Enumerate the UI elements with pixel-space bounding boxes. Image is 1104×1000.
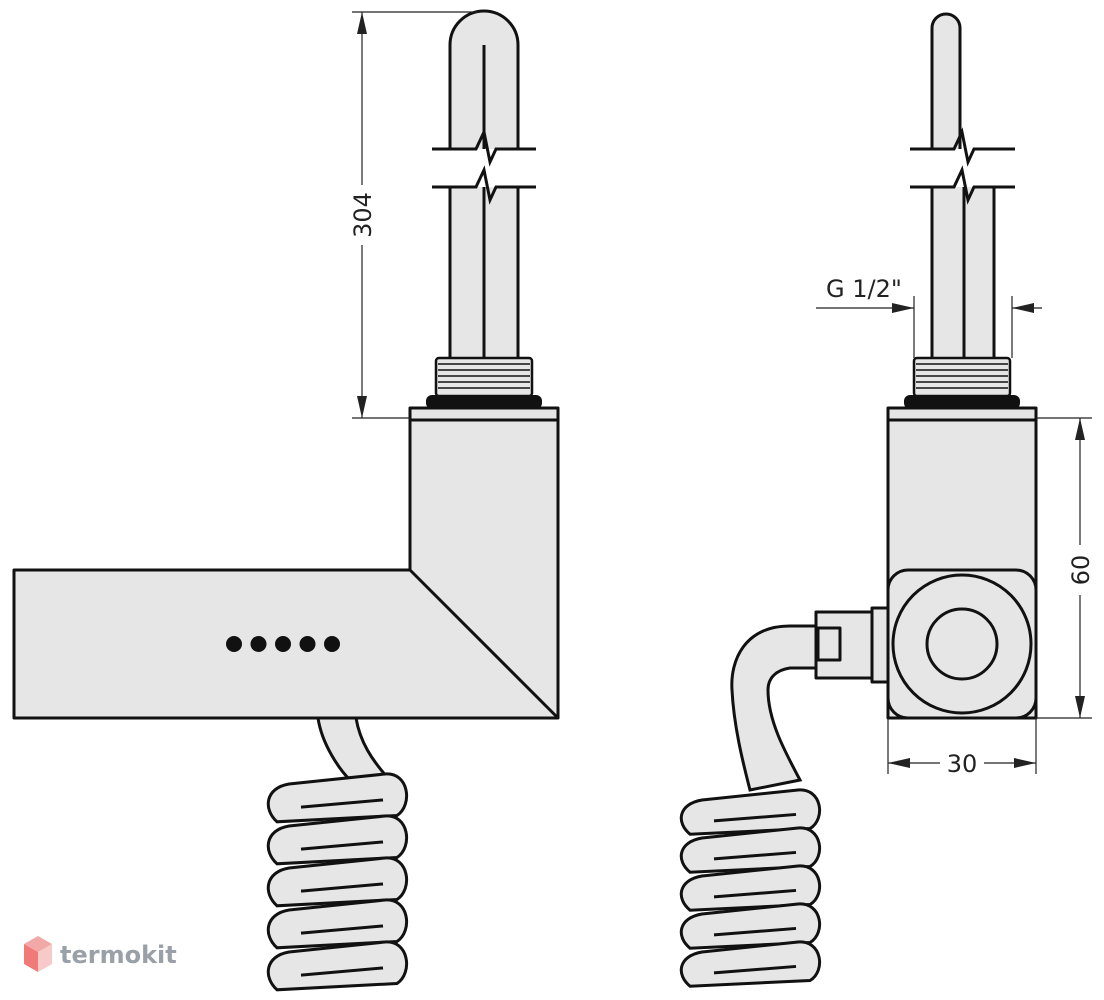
indicator-led <box>324 636 340 652</box>
cable-coil-seam <box>713 812 797 823</box>
cable-bend-front <box>730 624 818 792</box>
brand-logo: termokit <box>24 936 177 972</box>
dimension-thread: G 1/2" <box>816 275 1042 358</box>
side-view: 304 <box>12 9 560 992</box>
cable-coil-turn <box>266 940 408 992</box>
dimension-thread-label: G 1/2" <box>826 275 902 303</box>
cable-coil-turn <box>679 826 821 874</box>
cable-exit-side <box>316 716 392 782</box>
logo-icon <box>24 936 52 972</box>
cable-coil-seam <box>713 964 797 975</box>
dimension-length: 304 <box>349 11 478 419</box>
heating-rod-front <box>905 12 1020 362</box>
cable-coil-seam <box>713 926 797 937</box>
indicator-led <box>250 636 267 652</box>
cable-coil-turn <box>679 902 821 950</box>
cable-coil-turn <box>679 940 821 988</box>
indicator-led <box>275 636 291 652</box>
coiled-cable-side <box>266 772 408 992</box>
flange-side <box>408 406 560 422</box>
cable-coil-seam <box>300 882 384 893</box>
indicator-leds <box>226 636 340 652</box>
dimension-length-label: 304 <box>349 192 377 238</box>
coiled-cable-front <box>679 788 821 988</box>
logo-text: termokit <box>60 941 177 969</box>
cable-coil-turn <box>266 814 408 866</box>
cable-coil-seam <box>300 840 384 851</box>
thread-front <box>912 356 1012 398</box>
cable-gland <box>814 606 890 684</box>
gasket-front <box>904 395 1020 409</box>
dimension-height-label: 60 <box>1067 555 1095 586</box>
front-view: 60 30 G 1/2" <box>679 12 1095 988</box>
gasket-side <box>426 395 542 409</box>
cable-coil-seam <box>300 966 384 977</box>
housing-bevel <box>408 568 560 720</box>
indicator-led <box>226 636 242 652</box>
indicator-led <box>299 636 316 652</box>
thread-side <box>434 356 534 398</box>
flange-front <box>886 406 1038 422</box>
heating-rod-side <box>430 9 540 362</box>
control-knob-inner <box>925 607 999 681</box>
cable-coil-seam <box>713 888 797 899</box>
dimension-width: 30 <box>887 718 1037 778</box>
cable-coil-seam <box>300 924 384 935</box>
housing-side <box>12 418 560 720</box>
cable-coil-turn <box>679 864 821 912</box>
dimension-height: 60 <box>1036 417 1095 719</box>
cable-coil-turn <box>266 856 408 908</box>
cable-coil-turn <box>679 788 821 836</box>
cable-coil-seam <box>300 798 384 809</box>
dimension-width-label: 30 <box>947 750 978 778</box>
cable-coil-turn <box>266 898 408 950</box>
cable-coil-turn <box>266 772 408 824</box>
cable-coil-seam <box>713 850 797 861</box>
